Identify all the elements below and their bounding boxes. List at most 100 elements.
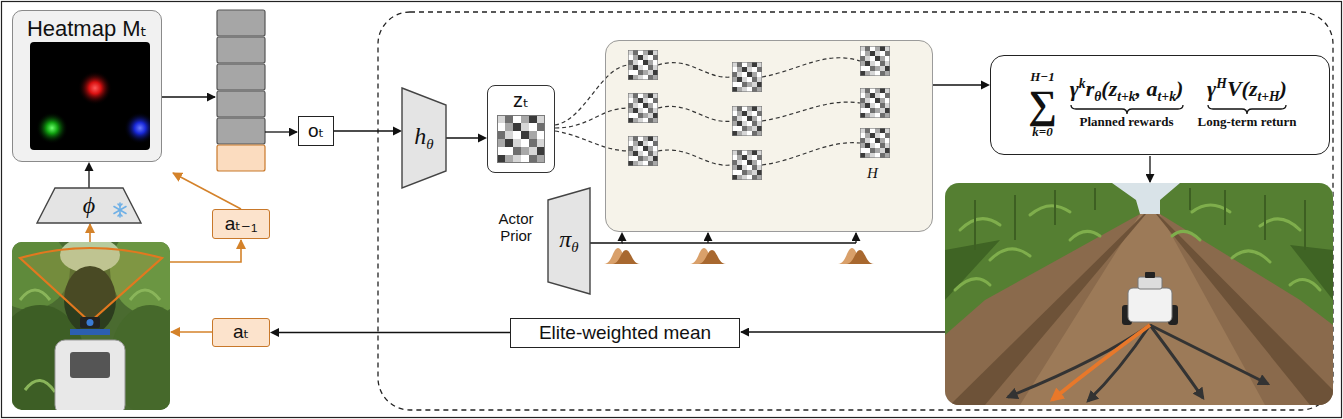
math-text: r bbox=[1086, 76, 1095, 101]
robot-camera-view-part bbox=[70, 352, 110, 378]
flow-arrow-part bbox=[265, 131, 297, 132]
rollout-illustration-part-part bbox=[762, 58, 860, 77]
latent-grid-part bbox=[497, 115, 545, 163]
math-text: k bbox=[1079, 76, 1086, 91]
formula-line: γkrθ(zt+k, at+k) bbox=[1070, 76, 1184, 104]
heatmap-image-part-part bbox=[78, 71, 112, 105]
arrowhead bbox=[478, 134, 487, 143]
sum-symbol: ∑ bbox=[1028, 85, 1057, 125]
heatmap-image-part-part bbox=[36, 112, 68, 144]
math-text: V(z bbox=[1227, 76, 1258, 101]
cornfield-scene-part-part bbox=[955, 279, 990, 290]
rollout-illustration-part-part bbox=[658, 106, 732, 121]
rollout-illustration-part-part bbox=[658, 150, 732, 165]
arrowhead bbox=[270, 328, 279, 337]
connector-line bbox=[446, 137, 479, 138]
node-label: Elite-weighted mean bbox=[539, 322, 711, 343]
cornfield-scene-part-part bbox=[1150, 325, 1203, 398]
node-label: ϕ bbox=[83, 192, 95, 218]
cornfield-scene-part bbox=[1008, 325, 1268, 401]
frozen-snowflake-part bbox=[114, 207, 126, 214]
heatmap-image-part bbox=[12, 10, 162, 162]
connector-line bbox=[334, 130, 394, 131]
arrowhead bbox=[85, 162, 94, 171]
node-label: θ bbox=[571, 239, 578, 255]
text-line: zₜ bbox=[513, 89, 529, 111]
text-line: ϕ bbox=[83, 192, 95, 218]
node-label: π bbox=[559, 226, 571, 252]
connector-arrow bbox=[85, 162, 94, 188]
underbrace-path bbox=[1208, 105, 1286, 114]
text-line: oₜ bbox=[308, 121, 324, 142]
math-text: γ bbox=[1207, 76, 1216, 101]
action-distribution-part bbox=[846, 250, 874, 264]
cornfield-scene-part bbox=[1145, 272, 1155, 278]
node-label: θ bbox=[426, 136, 433, 152]
action-distribution-part bbox=[855, 233, 856, 243]
cornfield-scene-part bbox=[1160, 183, 1333, 325]
rollout-illustration-part-part bbox=[658, 63, 732, 78]
frozen-snowflake-part bbox=[114, 207, 126, 214]
observation-stack-part bbox=[217, 37, 265, 63]
observation-stack-part bbox=[217, 145, 265, 171]
text-line: aₜ₋₁ bbox=[225, 214, 258, 235]
rollout-illustration bbox=[555, 40, 933, 232]
objective-box: H−1∑k=0γkrθ(zt+k, at+k)Planned rewardsγH… bbox=[990, 55, 1330, 155]
cornfield-scene-part-part bbox=[1232, 251, 1270, 262]
connector-line bbox=[278, 332, 510, 333]
text-line: πθ bbox=[559, 226, 578, 255]
formula-term: γkrθ(zt+k, at+k)Planned rewards bbox=[1070, 76, 1184, 129]
frozen-snowflake-part bbox=[120, 204, 122, 206]
connector-arrow bbox=[446, 134, 487, 143]
flow-arrow-part bbox=[170, 240, 241, 262]
connector-arrow bbox=[590, 232, 627, 243]
observation-stack-part bbox=[217, 64, 265, 90]
rollout-illustration-part bbox=[605, 40, 933, 232]
flow-arrow-part bbox=[741, 331, 945, 332]
observation-box: oₜ bbox=[298, 116, 334, 146]
encoder-trapezoid: hθ bbox=[402, 88, 446, 188]
cornfield-scene-part-part bbox=[1008, 325, 1150, 397]
rollout-illustration-part bbox=[628, 136, 658, 166]
node-label: oₜ bbox=[308, 120, 324, 141]
rollout-illustration-part-part bbox=[762, 143, 860, 165]
connector-line bbox=[933, 84, 982, 85]
connector-line bbox=[590, 240, 622, 243]
action-distribution bbox=[604, 233, 874, 264]
math-text: γ bbox=[1070, 76, 1079, 101]
heatmap-image-part bbox=[36, 71, 150, 144]
rollout-illustration-part-part bbox=[555, 131, 628, 151]
frozen-snowflake-part bbox=[120, 214, 122, 216]
cornfield-scene-part-part bbox=[975, 188, 1095, 250]
trapezoid-shape bbox=[37, 188, 141, 223]
latent-grid-part bbox=[487, 85, 555, 173]
encoder-trapezoid: ϕ bbox=[37, 188, 141, 223]
cornfield-scene-part-part bbox=[1290, 280, 1320, 290]
rollout-panel: H bbox=[605, 40, 933, 232]
flow-arrow-part bbox=[89, 224, 91, 242]
text-line: hθ bbox=[414, 123, 433, 152]
cornfield-scene-part bbox=[1138, 277, 1162, 289]
cornfield-scene-part-part bbox=[960, 219, 1000, 230]
math-text: t+H bbox=[1257, 89, 1279, 104]
trapezoid-shape bbox=[548, 188, 590, 294]
cornfield-scene-part-part bbox=[1070, 231, 1100, 240]
arrowhead bbox=[981, 81, 990, 90]
action-box: aₜ bbox=[212, 318, 270, 347]
math-text: , a bbox=[1136, 76, 1158, 101]
node-heading: Actor Prior bbox=[490, 210, 542, 245]
connector-line bbox=[88, 170, 89, 188]
observation-stack-part bbox=[217, 10, 265, 36]
underbrace-path bbox=[1071, 105, 1183, 114]
connector-arrow bbox=[933, 81, 990, 90]
summation: H−1∑k=0 bbox=[1022, 70, 1064, 139]
rollout-illustration-part bbox=[555, 58, 860, 166]
cornfield-scene-part bbox=[945, 183, 1333, 405]
encoder-fill bbox=[37, 188, 141, 223]
node-label: aₜ₋₁ bbox=[225, 213, 258, 234]
math-text: t+k bbox=[1158, 89, 1176, 104]
node-label: aₜ bbox=[233, 321, 249, 342]
underbrace bbox=[1070, 104, 1184, 115]
